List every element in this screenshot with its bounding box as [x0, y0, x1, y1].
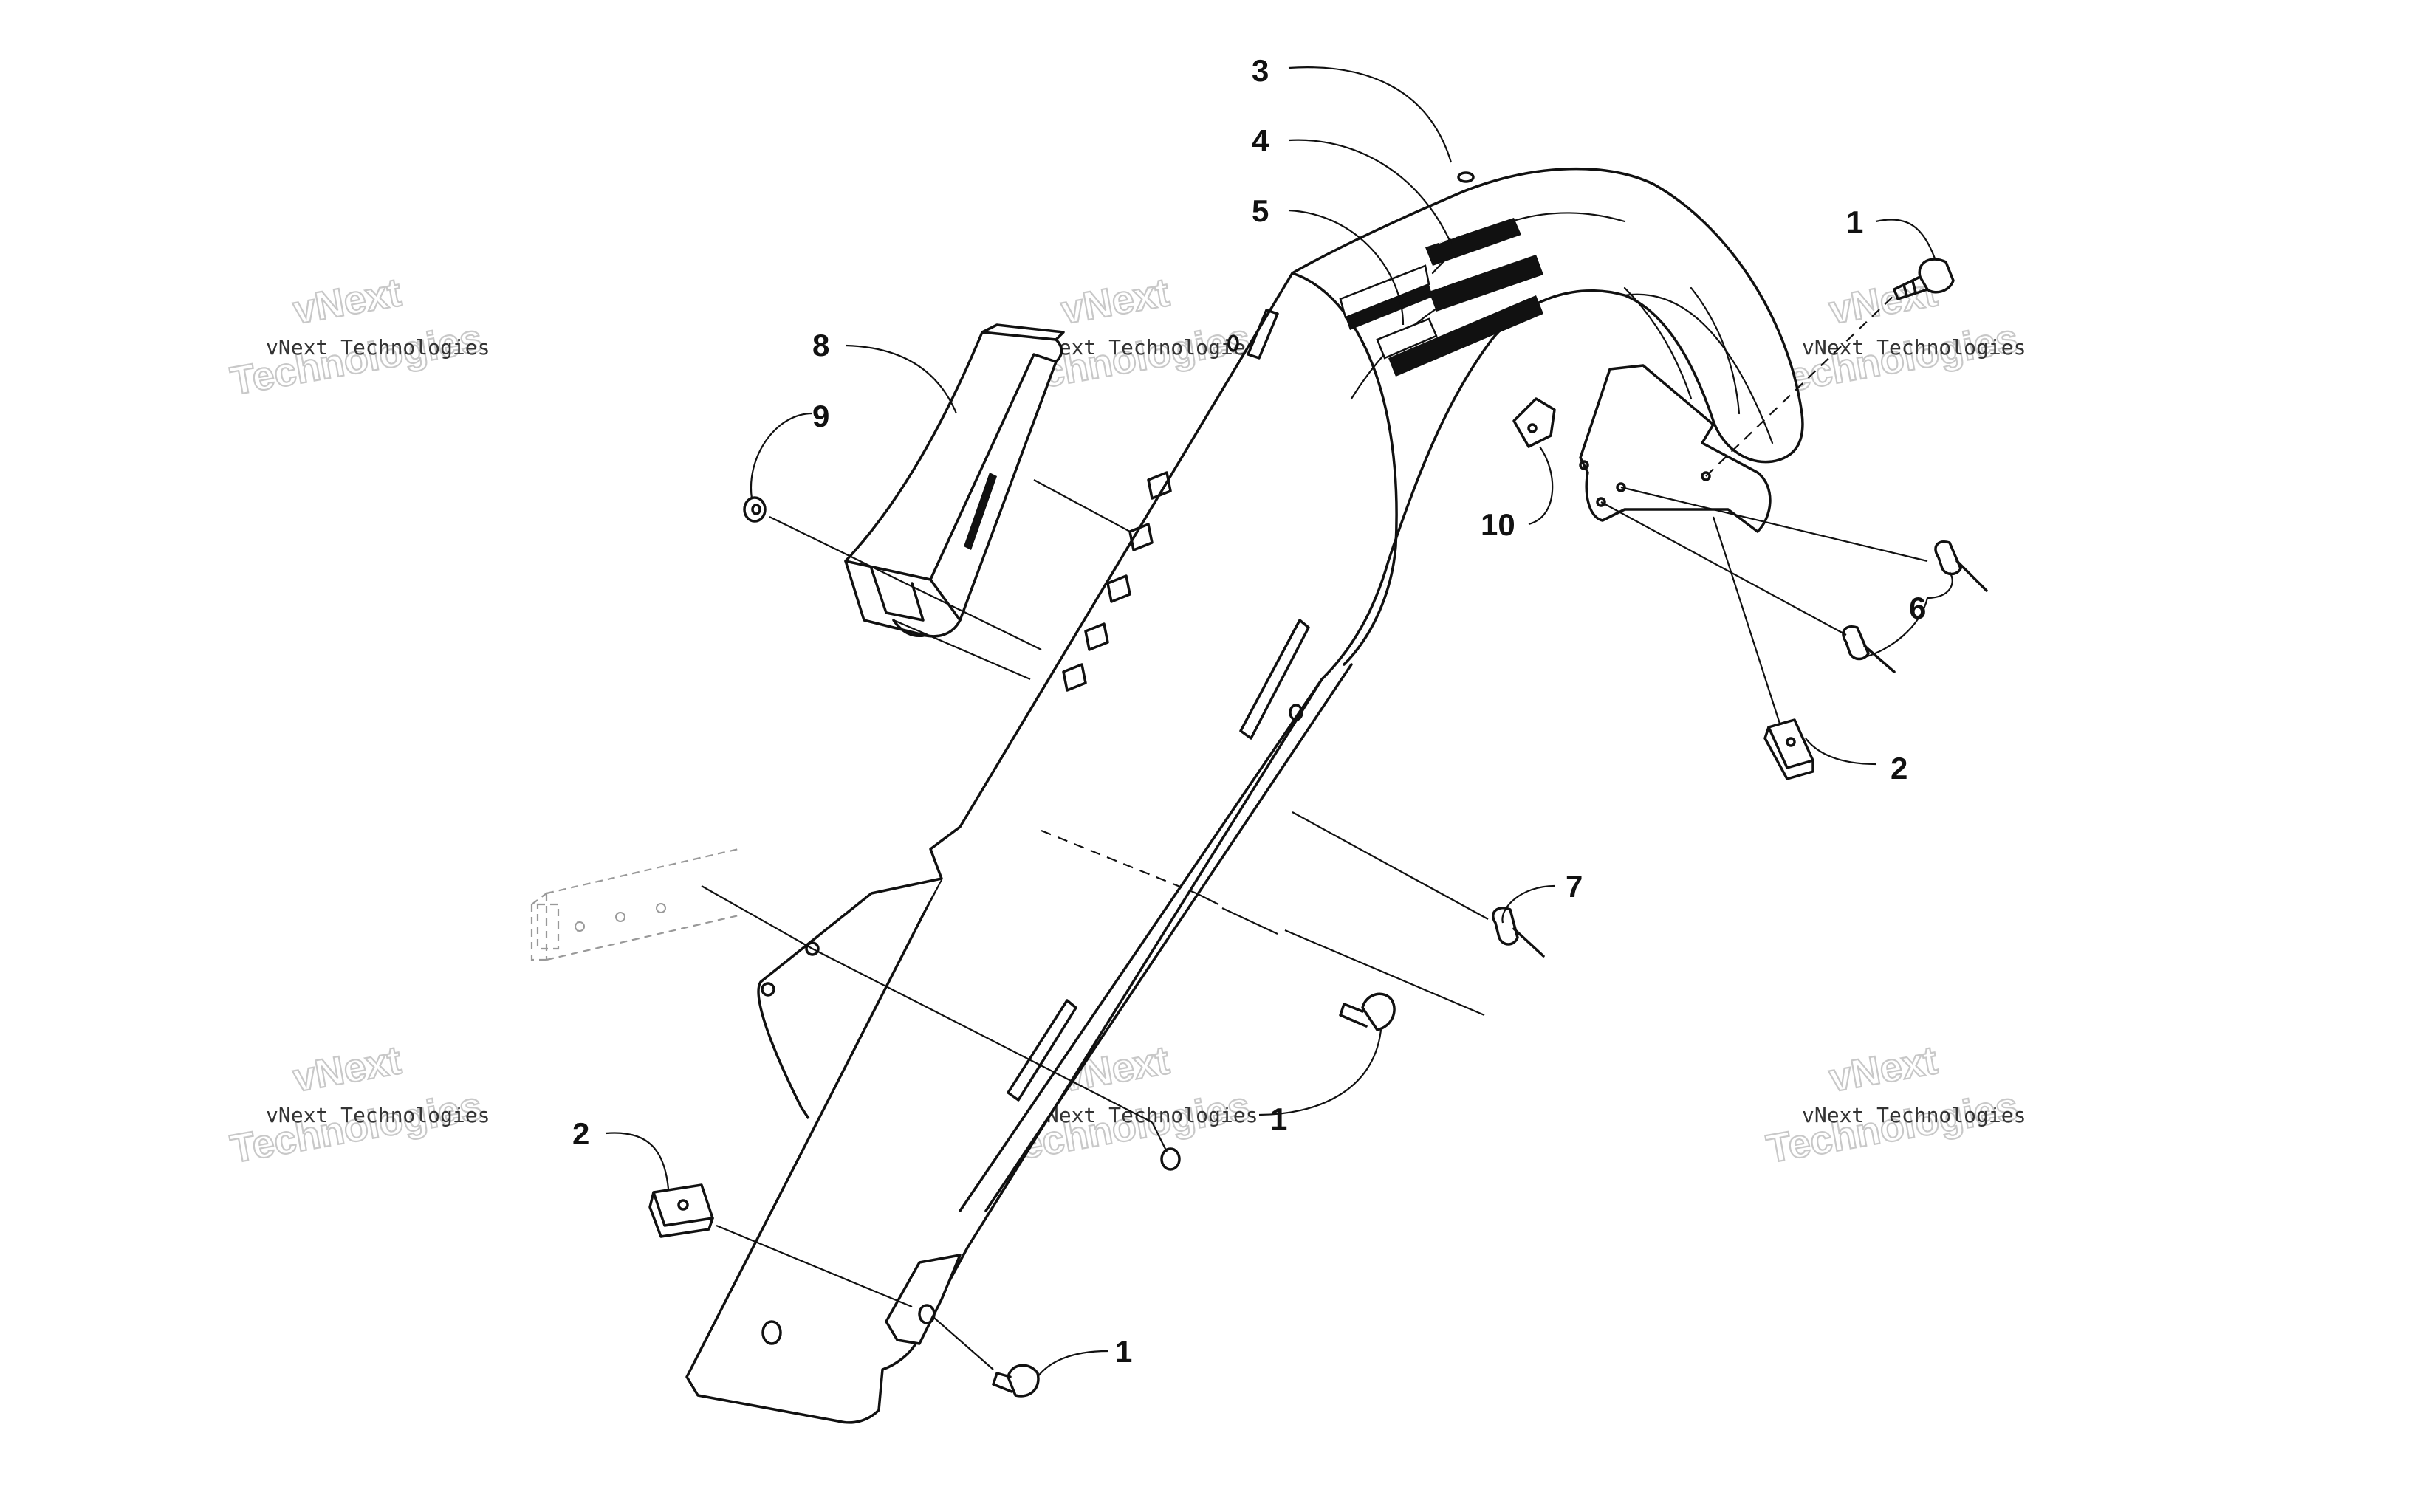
callout-1-top-right: 1: [1846, 205, 1863, 239]
watermark-line: vNext Technologies: [266, 335, 490, 360]
callout-9: 9: [812, 399, 829, 433]
bolt-part-1-top: [1893, 258, 1955, 300]
clip-nut-part-2-left: [648, 1183, 714, 1238]
rivet-part-7: [1492, 907, 1545, 958]
callout-1-bottom: 1: [1115, 1334, 1132, 1369]
watermark-line: vNext Technologies: [1034, 1103, 1258, 1127]
avertissement-decal-part-5: ⚠ AVERTISSEMENT: [1376, 247, 1543, 377]
watermark-top-left: vNext Technologies vNext Technologies: [227, 269, 490, 405]
watermark-line: vNext Technologies: [1802, 335, 2026, 360]
leader-lines: [605, 66, 1953, 1378]
bolt-part-1-hidden: [1160, 1147, 1181, 1171]
watermark-big-top: vNext: [289, 270, 404, 333]
clip-part-10: [1512, 397, 1556, 448]
callout-3: 3: [1252, 53, 1269, 88]
watermark-line: vNext Technologies: [1034, 335, 1258, 360]
watermark-big-top: vNext: [1058, 270, 1172, 333]
bumper-handle-part-8: [844, 323, 1065, 638]
washer-part-9: [743, 496, 767, 523]
watermark-line: vNext Technologies: [266, 1103, 490, 1127]
rear-fender-part-3: [685, 167, 1804, 1424]
callout-2-right: 2: [1891, 751, 1907, 786]
ghost-frame-bracket: [530, 848, 739, 961]
watermark-big-top: vNext: [1826, 1038, 1940, 1101]
callout-1-middle: 1: [1270, 1102, 1287, 1136]
callout-7: 7: [1566, 869, 1583, 904]
right-mount-bracket: [1579, 364, 1772, 533]
watermark-bottom-right: vNext Technologies vNext Technologies: [1763, 1037, 2026, 1172]
watermark-big-bottom: Technologies: [1763, 1084, 2021, 1172]
watermark-big-top: vNext: [289, 1038, 404, 1101]
bolt-part-1-bottom: [992, 1364, 1040, 1398]
callout-8: 8: [812, 328, 829, 362]
rivet-part-6-upper: [1934, 540, 1988, 592]
assembly-lines: [701, 295, 1928, 1370]
watermark-big-bottom: Technologies: [1763, 316, 2021, 404]
watermark-big-bottom: Technologies: [227, 1084, 485, 1172]
callout-5: 5: [1252, 193, 1269, 228]
rivet-part-6-lower: [1842, 625, 1896, 673]
watermark-bottom-left: vNext Technologies vNext Technologies: [227, 1037, 490, 1172]
callout-2-left: 2: [572, 1116, 589, 1151]
callout-6: 6: [1909, 591, 1926, 625]
bolt-part-1-middle: [1339, 992, 1396, 1031]
clip-nut-part-2-right: [1763, 718, 1814, 780]
callout-10: 10: [1481, 507, 1515, 542]
warning-decal-part-4: ⚠ WARNING: [1339, 216, 1521, 330]
watermark-big-bottom: Technologies: [227, 316, 485, 404]
watermark-line: vNext Technologies: [1802, 1103, 2026, 1127]
callout-4: 4: [1252, 123, 1269, 158]
callout-labels: 3 4 5 1 8 9 10 6 2 7 1 2 1: [572, 53, 1926, 1369]
